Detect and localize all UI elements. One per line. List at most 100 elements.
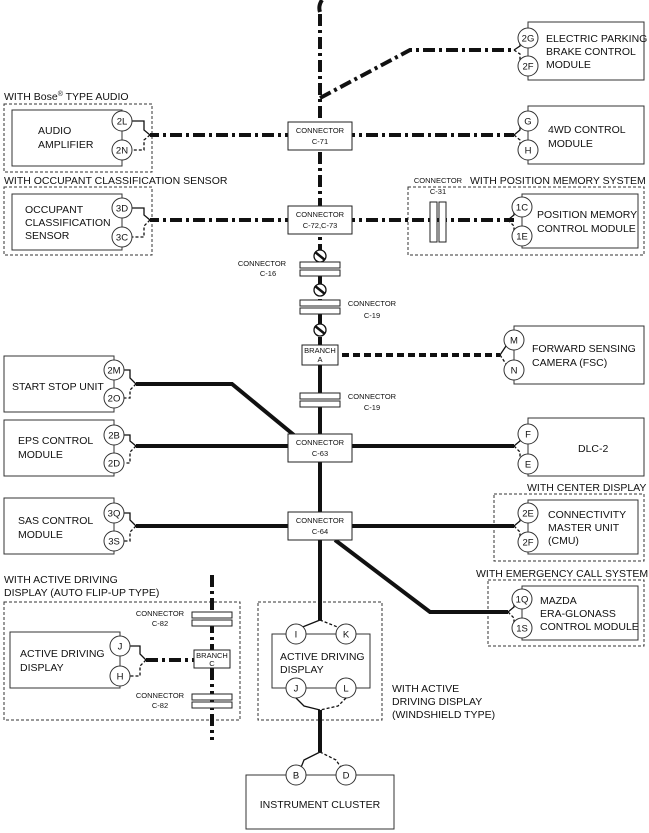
connector-c19b-id: C-19 <box>364 403 380 412</box>
add-ws-caption-2: DRIVING DISPLAY <box>392 696 482 708</box>
add-flip-pin-j-label: J <box>118 642 123 653</box>
fsc-pin-n <box>503 359 525 381</box>
cluster-label: INSTRUMENT CLUSTER <box>260 799 381 811</box>
bose-caption-suffix: TYPE AUDIO <box>63 91 129 103</box>
ocs-label-3: SENSOR <box>25 230 70 242</box>
dlc-pin-f <box>517 423 539 445</box>
line-epb <box>319 48 514 100</box>
add-ws-pin-k <box>335 623 357 645</box>
center-display-caption: WITH CENTER DISPLAY <box>527 482 646 494</box>
audio-pin-2l-label: 2L <box>117 117 128 128</box>
audio-pin-2n-label: 2N <box>116 146 128 157</box>
cmu-pin-2f-label: 2F <box>522 538 533 549</box>
ocs-pin-3c-label: 3C <box>116 233 128 244</box>
era-module: 1Q 1S MAZDA ERA-GLONASS CONTROL MODULE <box>507 585 639 641</box>
bose-caption-text: WITH Bose <box>4 91 58 103</box>
era-pin-1q-label: 1Q <box>516 595 529 606</box>
bose-audio-caption: WITH Bose® TYPE AUDIO <box>4 90 129 103</box>
cmu-label-2: MASTER UNIT <box>548 522 620 534</box>
ocs-module: 3D 3C OCCUPANT CLASSIFICATION SENSOR <box>11 193 151 251</box>
sas-pin-3q-label: 3Q <box>108 509 121 520</box>
fourwd-pin-g <box>517 110 539 132</box>
branch-c: BRANCH C <box>193 649 231 669</box>
dlc-module: F E DLC-2 <box>513 417 645 477</box>
audio-module: 2L 2N AUDIO AMPLIFIER <box>11 109 151 167</box>
connector-c19a-label: CONNECTOR <box>348 299 397 308</box>
add-ws-pin-k-label: K <box>343 630 350 641</box>
cluster-pin-b <box>285 764 307 786</box>
add-ws-label-2: DISPLAY <box>280 664 324 676</box>
ssu-label: START STOP UNIT <box>12 381 104 393</box>
position-memory-option-box <box>407 186 645 256</box>
pmcm-pin-1e <box>511 225 533 247</box>
cmu-pin-2e <box>517 502 539 524</box>
connector-c82b-id: C-82 <box>152 701 168 710</box>
fourwd-label-2: MODULE <box>548 138 593 150</box>
fourwd-pin-g-label: G <box>524 117 531 128</box>
dlc-pin-e-label: E <box>525 460 531 471</box>
era-label-3: CONTROL MODULE <box>540 621 639 633</box>
epb-pin-2g-label: 2G <box>522 34 535 45</box>
pmcm-pin-1c <box>511 196 533 218</box>
ocs-pin-3c <box>111 226 133 248</box>
add-flip-pin-j <box>109 635 131 657</box>
cmu-label-3: (CMU) <box>548 535 579 547</box>
bose-audio-option-box <box>3 103 153 173</box>
add-ws-label-1: ACTIVE DRIVING <box>280 651 365 663</box>
add-flip-label-2: DISPLAY <box>20 662 64 674</box>
connector-c82-lower: CONNECTOR C-82 <box>136 691 233 710</box>
connector-c82a-label: CONNECTOR <box>136 609 185 618</box>
add-ws-pin-j-label: J <box>294 684 299 695</box>
cmu-label-1: CONNECTIVITY <box>548 509 626 521</box>
connector-c72-label: CONNECTOR <box>296 210 345 219</box>
add-flip-module: J H ACTIVE DRIVING DISPLAY <box>9 631 147 689</box>
connector-c16-id: C-16 <box>260 269 276 278</box>
cmu-module: 2E 2F CONNECTIVITY MASTER UNIT (CMU) <box>513 499 639 555</box>
eps-label-2: MODULE <box>18 449 63 461</box>
audio-label-1: AUDIO <box>38 125 71 137</box>
connector-c71-id: C-71 <box>312 137 328 146</box>
sas-pin-3s-label: 3S <box>108 537 120 548</box>
registered-mark: ® <box>58 90 64 98</box>
cluster-pin-d-label: D <box>343 771 350 782</box>
add-flip-caption-2: DISPLAY (AUTO FLIP-UP TYPE) <box>4 587 159 599</box>
connector-c19b-label: CONNECTOR <box>348 392 397 401</box>
cluster-pin-d <box>335 764 357 786</box>
connector-c82b-label: CONNECTOR <box>136 691 185 700</box>
sas-module: 3Q 3S SAS CONTROL MODULE <box>3 497 137 555</box>
terminator-symbols <box>313 249 327 337</box>
branch-a-label: BRANCH <box>304 346 336 355</box>
dlc-label: DLC-2 <box>578 443 609 455</box>
instrument-cluster-module: B D INSTRUMENT CLUSTER <box>245 751 395 830</box>
sas-label-2: MODULE <box>18 529 63 541</box>
sas-pin-3s <box>103 530 125 552</box>
epb-label-3: MODULE <box>546 59 591 71</box>
pmcm-label-1: POSITION MEMORY <box>537 209 637 221</box>
era-pin-1q <box>511 588 533 610</box>
connector-c64-id: C-64 <box>312 527 328 536</box>
eps-pin-2d <box>103 452 125 474</box>
add-flip-up-option-box <box>3 601 241 721</box>
eps-label-1: EPS CONTROL <box>18 435 93 447</box>
epb-pin-2g <box>517 27 539 49</box>
emergency-call-caption: WITH EMERGENCY CALL SYSTEM <box>476 568 648 580</box>
pmcm-pin-1c-label: 1C <box>516 203 528 214</box>
connector-c72-c73: CONNECTOR C-72,C-73 <box>287 205 353 235</box>
ssu-module: 2M 2O START STOP UNIT <box>3 355 137 413</box>
ocs-pin-3d-label: 3D <box>116 204 128 215</box>
connector-c19-upper: CONNECTOR C-19 <box>299 299 397 320</box>
add-ws-pin-i <box>285 623 307 645</box>
add-flip-caption-1: WITH ACTIVE DRIVING <box>4 574 118 586</box>
branch-a: BRANCH A <box>301 344 339 366</box>
sas-label-1: SAS CONTROL <box>18 515 93 527</box>
connector-c16-label: CONNECTOR <box>238 259 287 268</box>
connector-c64: CONNECTOR C-64 <box>287 511 353 541</box>
ocs-label-1: OCCUPANT <box>25 204 84 216</box>
ocs-label-2: CLASSIFICATION <box>25 217 111 229</box>
eps-pin-2d-label: 2D <box>108 459 120 470</box>
connector-c63: CONNECTOR C-63 <box>287 433 353 463</box>
add-flip-label-1: ACTIVE DRIVING <box>20 648 105 660</box>
line-era <box>333 538 508 614</box>
connector-c82-upper: CONNECTOR C-82 <box>136 609 233 628</box>
connector-c31-id: C-31 <box>430 187 446 196</box>
